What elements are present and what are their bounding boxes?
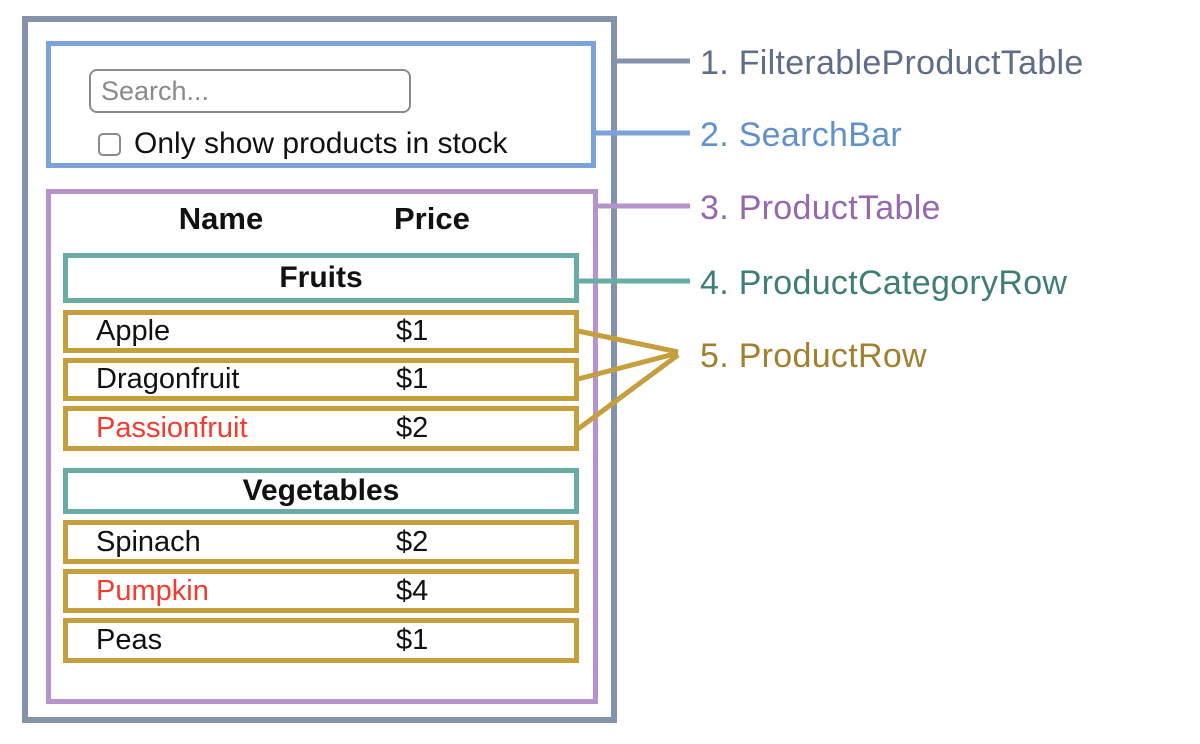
in-stock-filter-row: Only show products in stock <box>98 127 508 160</box>
annotation-product-category-row: 4. ProductCategoryRow <box>700 264 1068 302</box>
product-row-spinach: Spinach $2 <box>63 520 579 564</box>
product-name: Apple <box>96 315 171 347</box>
product-name: Peas <box>96 624 163 656</box>
category-label: Fruits <box>279 261 363 294</box>
product-price: $1 <box>396 363 429 395</box>
product-price: $1 <box>396 315 429 347</box>
category-row-fruits: Fruits <box>63 253 579 303</box>
product-price: $1 <box>396 624 429 656</box>
category-row-vegetables: Vegetables <box>63 468 579 514</box>
search-bar-box: Only show products in stock <box>46 41 596 168</box>
product-price: $4 <box>396 574 429 607</box>
annotation-filterable-product-table: 1. FilterableProductTable <box>700 44 1084 82</box>
category-label: Vegetables <box>242 474 400 507</box>
product-name: Spinach <box>96 525 201 558</box>
product-row-apple: Apple $1 <box>63 310 579 353</box>
product-row-pumpkin: Pumpkin $4 <box>63 569 579 613</box>
product-name-out-of-stock: Pumpkin <box>96 574 209 607</box>
column-header-name: Name <box>178 201 264 236</box>
product-name: Dragonfruit <box>96 363 240 395</box>
product-name-out-of-stock: Passionfruit <box>96 412 248 444</box>
product-row-passionfruit: Passionfruit $2 <box>63 406 579 451</box>
product-table-box: Name Price Fruits Apple $1 Dragonfruit $… <box>46 189 598 704</box>
annotation-product-table: 3. ProductTable <box>700 189 941 227</box>
in-stock-checkbox-label: Only show products in stock <box>134 127 508 160</box>
search-input[interactable] <box>89 69 411 113</box>
filterable-product-table-box: Only show products in stock Name Price F… <box>22 16 617 723</box>
column-header-price: Price <box>394 201 470 236</box>
annotation-product-row: 5. ProductRow <box>700 337 927 375</box>
product-row-dragonfruit: Dragonfruit $1 <box>63 358 579 401</box>
in-stock-checkbox[interactable] <box>98 132 121 156</box>
product-row-peas: Peas $1 <box>63 618 579 663</box>
annotation-search-bar: 2. SearchBar <box>700 116 903 154</box>
product-price: $2 <box>396 412 429 444</box>
product-price: $2 <box>396 525 429 558</box>
